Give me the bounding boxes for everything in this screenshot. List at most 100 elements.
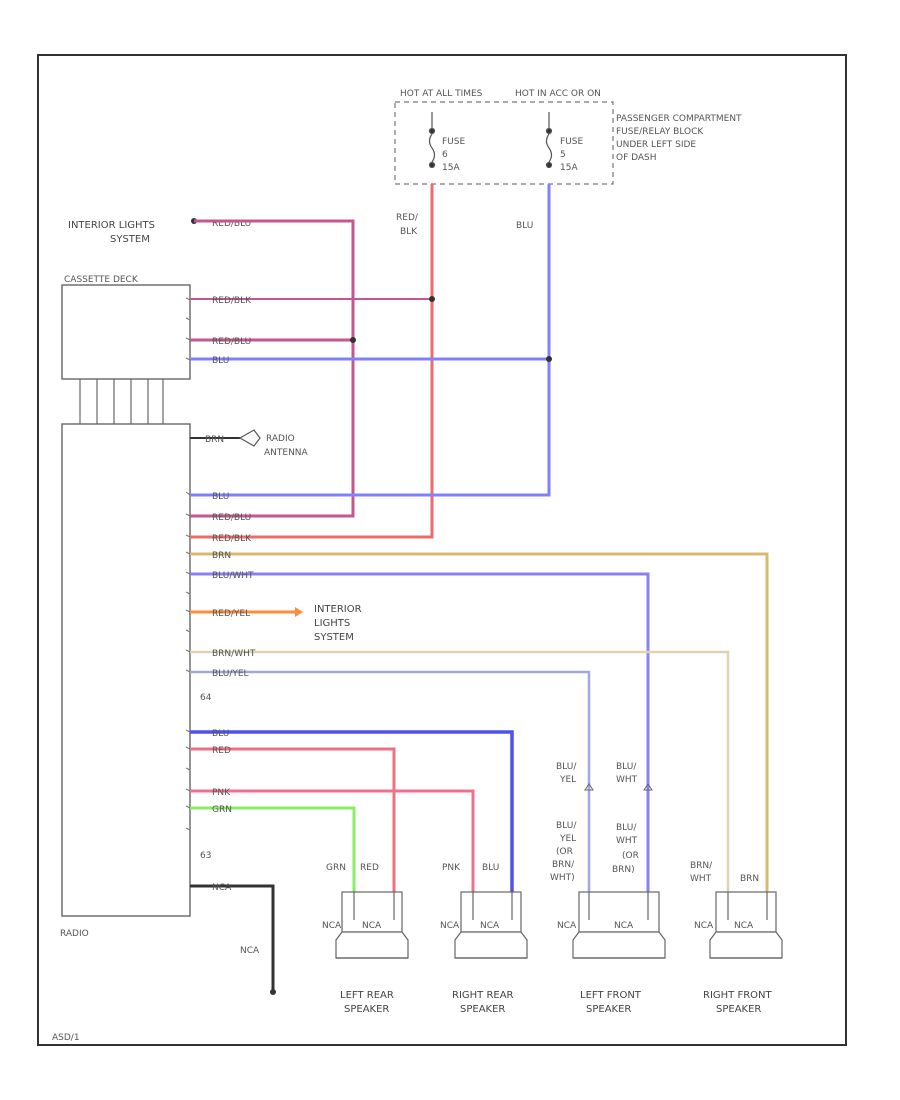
svg-text:RED/BLK: RED/BLK: [212, 534, 252, 544]
interior-lights-top-label: INTERIOR LIGHTS SYSTEM: [68, 220, 155, 245]
svg-text:BRN/: BRN/: [690, 861, 713, 871]
connector-63: 63: [200, 851, 211, 861]
svg-text:RED/BLU: RED/BLU: [212, 337, 251, 347]
svg-text:NCA: NCA: [557, 921, 577, 931]
svg-text:WHT: WHT: [616, 836, 638, 846]
antenna-label: RADIO ANTENNA: [264, 434, 309, 458]
svg-text:BLU: BLU: [212, 356, 229, 366]
svg-text:FUSE/RELAY BLOCK: FUSE/RELAY BLOCK: [616, 127, 704, 137]
radio: [61, 423, 191, 917]
svg-text:YEL: YEL: [559, 834, 576, 844]
svg-text:PASSENGER COMPARTMENT: PASSENGER COMPARTMENT: [616, 114, 742, 124]
svg-text:BRN: BRN: [212, 551, 231, 561]
fuse-block-label: PASSENGER COMPARTMENT FUSE/RELAY BLOCK U…: [616, 114, 742, 163]
wire-red-rear: [190, 747, 396, 892]
deck-radio-connectors: [79, 379, 164, 424]
svg-text:LEFT FRONT: LEFT FRONT: [580, 990, 642, 1001]
svg-text:BLU/WHT: BLU/WHT: [212, 571, 254, 581]
cassette-deck-label: CASSETTE DECK: [64, 275, 139, 285]
label-red-blk-vertical: RED/: [396, 213, 419, 223]
svg-text:NCA: NCA: [362, 921, 382, 931]
svg-text:BLU: BLU: [482, 863, 499, 873]
wire-blu-rear: [190, 730, 514, 892]
svg-text:RED/YEL: RED/YEL: [212, 609, 250, 619]
diagram-frame: [37, 54, 847, 1046]
svg-text:(OR: (OR: [622, 851, 639, 861]
wire-brn: [190, 552, 769, 892]
svg-text:BLU/: BLU/: [616, 762, 637, 772]
hot-in-acc-label: HOT IN ACC OR ON: [515, 89, 601, 99]
svg-text:LIGHTS: LIGHTS: [314, 618, 350, 629]
svg-text:RIGHT FRONT: RIGHT FRONT: [703, 990, 773, 1001]
hot-at-all-times-label: HOT AT ALL TIMES: [400, 89, 483, 99]
svg-text:UNDER LEFT SIDE: UNDER LEFT SIDE: [616, 140, 696, 150]
svg-text:NCA: NCA: [440, 921, 460, 931]
svg-text:FUSE: FUSE: [442, 137, 465, 147]
svg-text:RED/BLK: RED/BLK: [212, 296, 252, 306]
wire-red-blu-top: [190, 219, 355, 518]
rf-top-label: BLU/ WHT: [616, 762, 638, 785]
svg-text:BLU: BLU: [212, 729, 229, 739]
svg-text:ANTENNA: ANTENNA: [264, 448, 309, 458]
wire-blu-wht: [190, 572, 650, 892]
svg-text:BLK: BLK: [400, 227, 418, 237]
svg-text:GRN: GRN: [326, 863, 346, 873]
svg-text:RIGHT REAR: RIGHT REAR: [452, 990, 514, 1001]
svg-text:NCA: NCA: [212, 883, 232, 893]
svg-text:BRN/WHT: BRN/WHT: [212, 649, 256, 659]
fuse-6-label: FUSE 6 15A: [442, 137, 465, 173]
svg-text:INTERIOR: INTERIOR: [314, 604, 362, 615]
svg-text:LEFT REAR: LEFT REAR: [340, 990, 394, 1001]
interior-lights-mid-label: INTERIOR LIGHTS SYSTEM: [314, 604, 362, 643]
wire-blu-yel: [190, 670, 591, 892]
speaker-left-front: NCA NCA LEFT FRONT SPEAKER: [557, 891, 666, 1015]
svg-text:SYSTEM: SYSTEM: [314, 632, 354, 643]
svg-text:SYSTEM: SYSTEM: [110, 234, 150, 245]
svg-text:PNK: PNK: [212, 788, 231, 798]
svg-text:GRN: GRN: [212, 805, 232, 815]
wire-brn-wht: [190, 650, 730, 892]
svg-text:NCA: NCA: [322, 921, 342, 931]
svg-text:(OR: (OR: [556, 847, 573, 857]
svg-text:INTERIOR LIGHTS: INTERIOR LIGHTS: [68, 220, 155, 231]
svg-text:NCA: NCA: [734, 921, 754, 931]
radio-label: RADIO: [60, 929, 89, 939]
rf-mid-label: BLU/ WHT (OR BRN): [612, 823, 639, 875]
svg-text:15A: 15A: [442, 163, 460, 173]
wire-grn-rear: [190, 806, 356, 892]
svg-text:SPEAKER: SPEAKER: [586, 1004, 631, 1015]
svg-text:WHT: WHT: [616, 775, 638, 785]
svg-text:OF DASH: OF DASH: [616, 153, 657, 163]
svg-text:RED: RED: [212, 746, 231, 756]
svg-text:RED: RED: [360, 863, 379, 873]
svg-text:NCA: NCA: [614, 921, 634, 931]
lf-top-label: BLU/ YEL: [556, 762, 577, 785]
svg-text:BRN: BRN: [740, 874, 759, 884]
footer-label: ASD/1: [52, 1033, 80, 1043]
svg-text:5: 5: [560, 150, 566, 160]
label-blu-vertical: BLU: [516, 221, 533, 231]
ground-label: NCA: [240, 946, 260, 956]
fuse-block: [394, 101, 614, 185]
svg-text:BLU: BLU: [212, 492, 229, 502]
rr-mid-label: BRN/ WHT: [690, 861, 713, 884]
svg-text:SPEAKER: SPEAKER: [460, 1004, 505, 1015]
svg-text:BLU/: BLU/: [556, 762, 577, 772]
svg-text:SPEAKER: SPEAKER: [716, 1004, 761, 1015]
svg-text:BLU/: BLU/: [616, 823, 637, 833]
svg-text:WHT: WHT: [690, 874, 712, 884]
svg-text:BLU/YEL: BLU/YEL: [212, 669, 249, 679]
svg-text:SPEAKER: SPEAKER: [344, 1004, 389, 1015]
wire-blu: [190, 184, 551, 497]
svg-text:RADIO: RADIO: [266, 434, 295, 444]
svg-text:6: 6: [442, 150, 448, 160]
svg-text:NCA: NCA: [480, 921, 500, 931]
fuse-symbol-5: [545, 112, 553, 169]
svg-text:BRN: BRN: [205, 435, 224, 445]
svg-text:RED/BLU: RED/BLU: [212, 513, 251, 523]
svg-text:NCA: NCA: [694, 921, 714, 931]
cassette-deck: [61, 284, 191, 380]
fuse-5-label: FUSE 5 15A: [560, 137, 583, 173]
svg-text:PNK: PNK: [442, 863, 461, 873]
